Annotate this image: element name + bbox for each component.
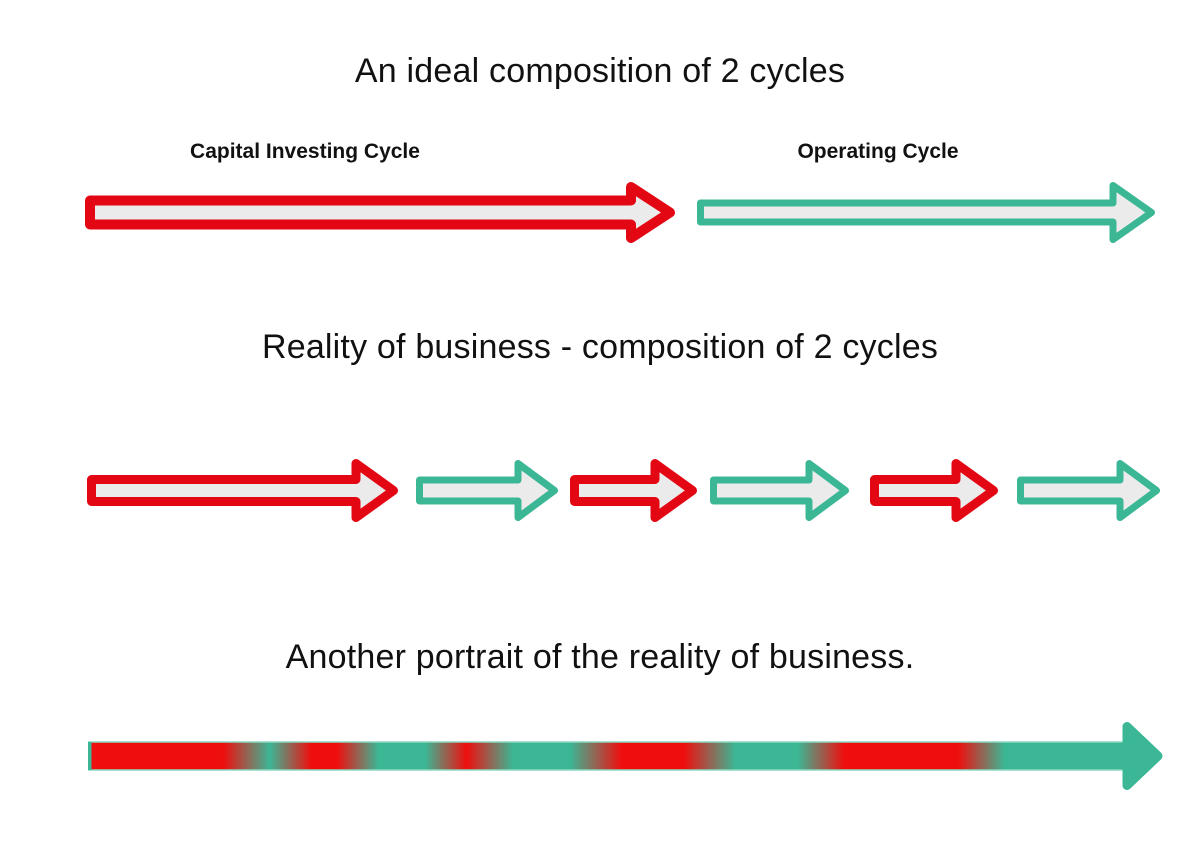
gradient-bar-arrowhead — [1122, 722, 1163, 790]
gradient-bar-left-edge — [88, 742, 92, 770]
reality-arrow-3-red — [570, 458, 697, 522]
gradient-flow-bar — [88, 722, 1163, 790]
reality-arrow-4-teal — [710, 459, 849, 521]
reality-arrow-6-teal — [1017, 459, 1160, 521]
label-capital-investing-cycle: Capital Investing Cycle — [190, 140, 420, 163]
section-title-ideal: An ideal composition of 2 cycles — [354, 52, 846, 90]
label-operating-cycle: Operating Cycle — [797, 140, 959, 163]
reality-arrow-2-teal — [416, 459, 558, 521]
capital-investing-cycle-arrow — [85, 181, 675, 243]
section-title-reality: Reality of business - composition of 2 c… — [261, 328, 939, 366]
reality-arrow-5-red — [870, 458, 998, 522]
section-title-portrait: Another portrait of the reality of busin… — [285, 638, 915, 676]
operating-cycle-arrow — [697, 181, 1155, 243]
reality-arrow-1-red — [87, 458, 398, 522]
gradient-bar-body — [88, 741, 1125, 771]
